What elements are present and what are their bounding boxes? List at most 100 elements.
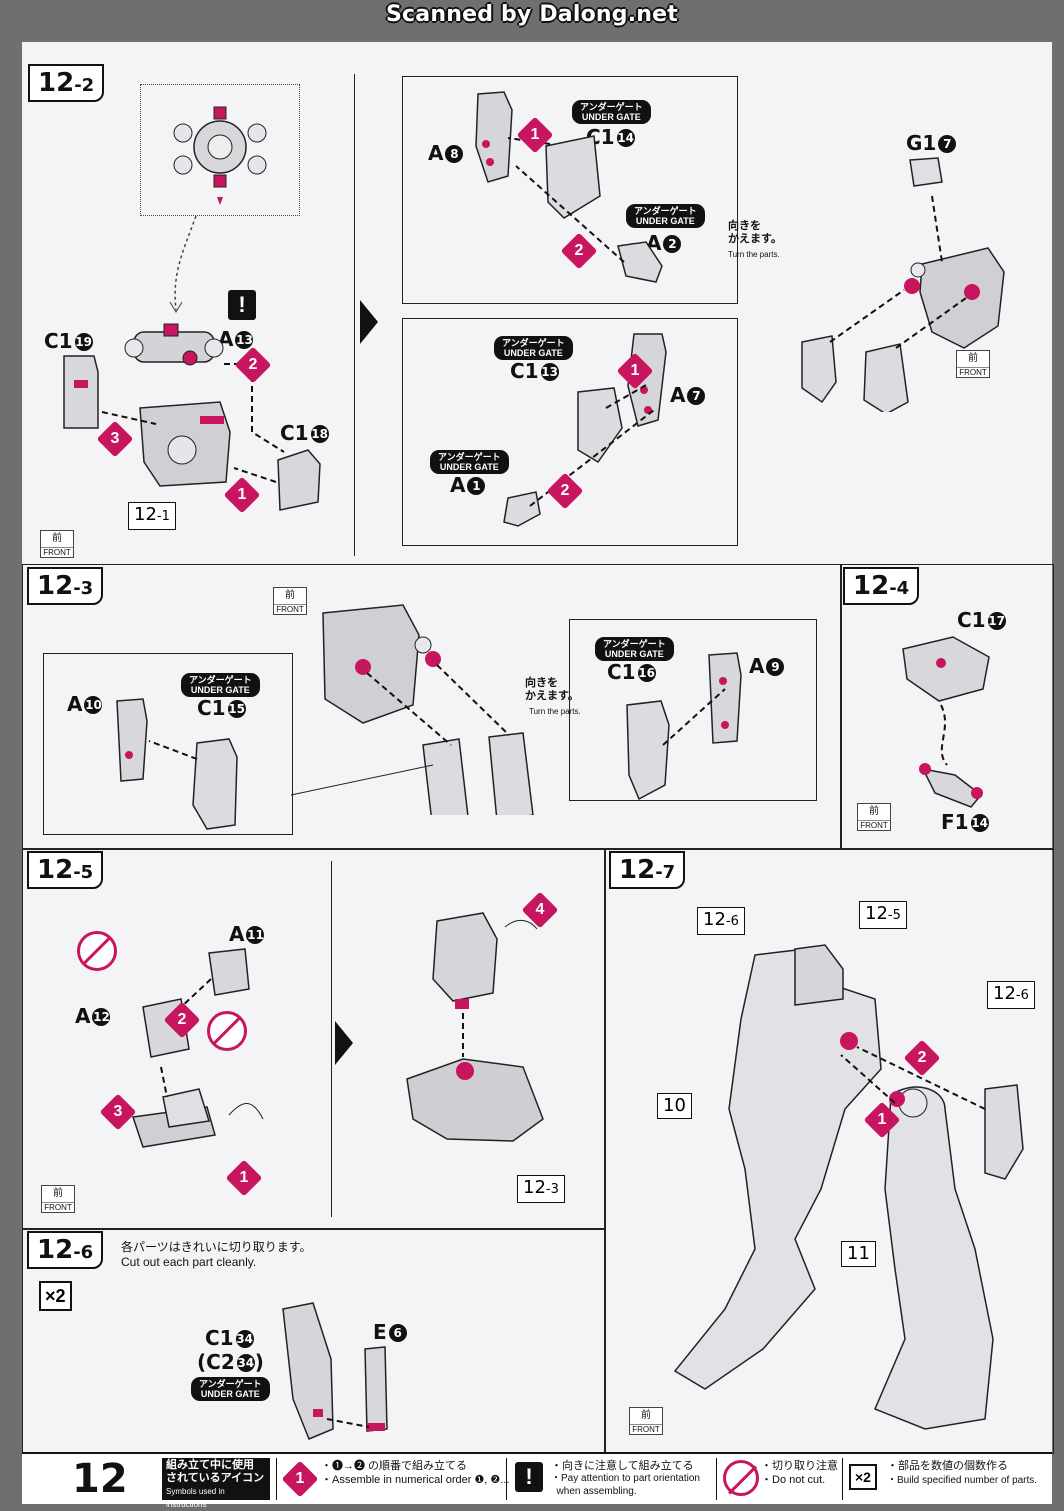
legend-numeric-order: 1 ・❶→❷ の順番で組み立てる ・Assemble in numerical … — [276, 1458, 509, 1500]
do-not-cut-icon — [77, 931, 117, 971]
turn-parts-note: 向きを かえます。 — [525, 677, 579, 702]
multiplier-badge: ×2 — [39, 1281, 72, 1311]
ref-12-6-left: 12-6 — [697, 907, 745, 935]
leg-assembly-illustration — [673, 944, 1024, 1430]
order-marker-2: 2 — [560, 232, 598, 270]
hip-joint-part-illustration — [173, 106, 267, 205]
legend-do-not-cut: ・切り取り注意 ・Do not cut. — [716, 1458, 843, 1500]
waist-body-illustration — [139, 401, 231, 487]
lower-subassembly-illustration — [503, 333, 667, 527]
detail-inset — [140, 84, 300, 216]
foot-subassembly-illustration — [132, 948, 264, 1148]
flow-arrow-icon — [335, 1021, 353, 1065]
ref-12-6-right: 12-6 — [987, 981, 1035, 1009]
cut-instruction-en: Cut out each part cleanly. — [121, 1255, 257, 1269]
icon-legend: 12 組み立て中に使用 されているアイコン Symbols used in in… — [22, 1452, 1052, 1509]
shin-armor-illustration — [282, 1302, 388, 1440]
detail-leader-line — [169, 215, 197, 313]
hip-block-illustration — [124, 323, 224, 366]
step-tag: 12-6 — [27, 1231, 104, 1269]
c17-f14-illustration — [902, 636, 990, 808]
orientation-warning-icon: ! — [515, 1462, 543, 1492]
foot-assembly-illustration — [406, 912, 544, 1142]
divider-vertical — [331, 861, 332, 1217]
step-12-6-panel: 12-6 各パーツはきれいに切り取ります。 Cut out each part … — [22, 1228, 606, 1454]
step-tag: 12-4 — [843, 567, 920, 605]
order-marker-3: 3 — [96, 420, 134, 458]
step-tag: 12-2 — [28, 64, 105, 102]
legend-count: ×2 ・部品を数値の個数作る ・Build specified number o… — [842, 1458, 1051, 1500]
legend-orientation: ! ・向きに注意して組み立てる ・Pay attention to part o… — [506, 1458, 717, 1500]
step-tag: 12-3 — [27, 567, 104, 605]
right-panel-illustration — [626, 652, 742, 801]
order-marker-2: 2 — [234, 346, 272, 384]
ref-10: 10 — [657, 1093, 692, 1119]
order-marker-1: 1 — [516, 116, 554, 154]
step-tag: 12-5 — [27, 851, 104, 889]
order-marker-1: 1 — [616, 352, 654, 390]
subassembly-box-lower — [402, 318, 738, 546]
step-sub-number: 2 — [81, 75, 95, 96]
order-marker-4: 4 — [521, 891, 559, 929]
subassembly-box-right — [569, 619, 817, 801]
thigh-assembly-illustration — [290, 604, 534, 815]
knee-assembly-illustration — [801, 157, 1005, 412]
ref-12-5: 12-5 — [859, 901, 907, 929]
order-marker-icon: 1 — [281, 1460, 319, 1498]
order-marker-2: 2 — [163, 1001, 201, 1039]
assembly-arrows-12-2-left — [101, 363, 285, 483]
ref-11: 11 — [841, 1241, 876, 1267]
order-marker-1: 1 — [863, 1101, 901, 1139]
turn-parts-note-en: Turn the parts. — [728, 250, 780, 259]
divider-vertical — [354, 74, 355, 556]
subassembly-box-left — [43, 653, 293, 835]
ref-12-1: 12-1 — [128, 502, 176, 530]
order-marker-2: 2 — [546, 472, 584, 510]
cut-instruction-jp: 各パーツはきれいに切り取ります。 — [121, 1240, 312, 1254]
order-marker-3: 3 — [99, 1093, 137, 1131]
watermark: Scanned by Dalong.net — [386, 2, 678, 27]
orientation-warning-icon: ! — [228, 290, 256, 320]
legend-header: 組み立て中に使用 されているアイコン Symbols used in instr… — [162, 1458, 270, 1509]
step-number: 12 — [38, 68, 75, 98]
flow-arrow-icon — [360, 300, 378, 344]
page-number: 12 — [72, 1456, 128, 1502]
left-panel-illustration — [116, 698, 238, 830]
subassembly-box-upper — [402, 76, 738, 304]
turn-parts-note: 向きを かえます。 — [728, 220, 782, 245]
order-marker-1: 1 — [223, 476, 261, 514]
order-marker-1: 1 — [225, 1159, 263, 1197]
do-not-cut-icon — [207, 1011, 247, 1051]
